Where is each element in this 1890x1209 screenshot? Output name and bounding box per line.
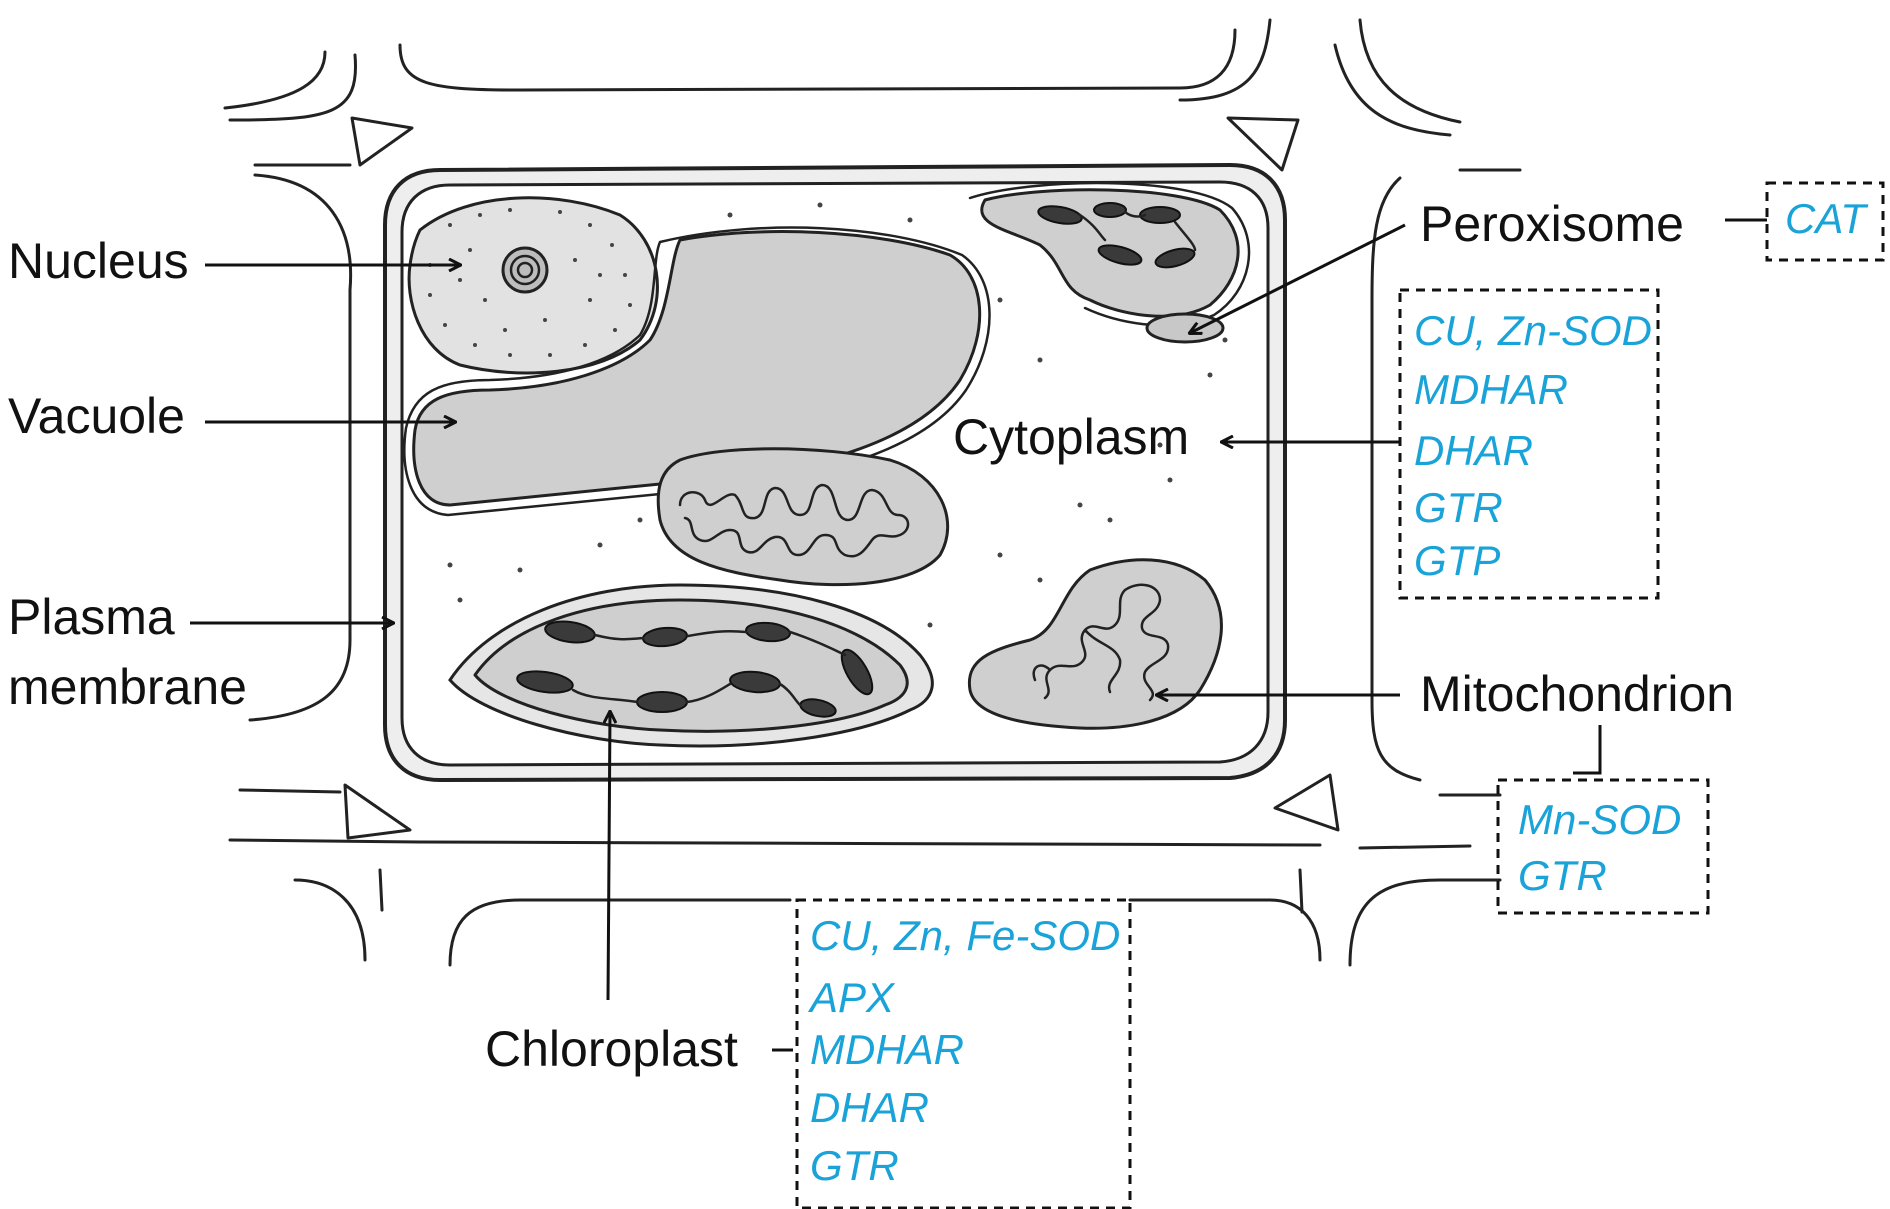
nucleus-dots [428,208,632,357]
nucleus-label: Nucleus [8,233,189,289]
enzyme-cytoplasm-5: GTP [1414,537,1500,584]
vacuole [403,226,991,517]
cytoplasm-label: Cytoplasm [953,409,1189,465]
enzyme-chloroplast-1: CU, Zn, Fe-SOD [810,912,1120,959]
vacuole-label: Vacuole [8,388,185,444]
cytoplasm-dots [447,202,1228,628]
nucleus [407,196,659,375]
enzyme-chloroplast-2: APX [807,974,896,1021]
peroxisome [1145,312,1225,344]
chloroplast-label: Chloroplast [485,1021,738,1077]
enzyme-chloroplast-3: MDHAR [810,1026,964,1073]
mitochondrion-label: Mitochondrion [1420,666,1734,722]
enzyme-peroxisome-cat: CAT [1785,195,1869,242]
neighbor-cell-walls [223,18,1522,967]
enzyme-cytoplasm-1: CU, Zn-SOD [1414,307,1652,354]
mitochondrion-lower [967,558,1223,730]
leader-lines [190,218,1767,1052]
mitochondrion-enzyme-box [1496,778,1710,915]
chloroplast-lower [448,583,934,748]
mitochondrion-middle [656,447,950,587]
enzyme-cytoplasm-4: GTR [1414,484,1503,531]
cytoplasm-enzyme-box [1398,288,1660,600]
enzyme-chloroplast-4: DHAR [810,1084,929,1131]
enzyme-mitochondrion-1: Mn-SOD [1518,796,1681,843]
plasma-membrane-label-line2: membrane [8,659,247,715]
enzyme-chloroplast-5: GTR [810,1142,899,1189]
peroxisome-label: Peroxisome [1420,196,1684,252]
enzyme-cytoplasm-2: MDHAR [1414,366,1568,413]
chloroplast-enzyme-box [795,898,1132,1209]
enzyme-cytoplasm-3: DHAR [1414,427,1533,474]
nucleolus [501,246,549,294]
plasma-membrane-label-line1: Plasma [8,589,175,645]
enzyme-mitochondrion-2: GTR [1518,852,1607,899]
